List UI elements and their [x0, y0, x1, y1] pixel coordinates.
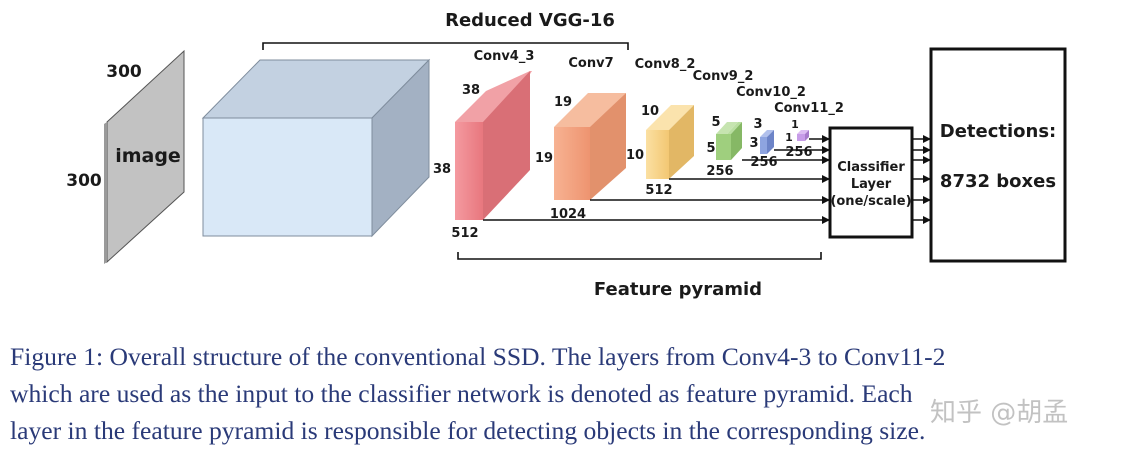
pyramid-bracket — [457, 252, 822, 260]
pyramid-label: Feature pyramid — [594, 279, 762, 300]
input-width-label: 300 — [106, 62, 142, 82]
conv11-2-size-left: 1 — [785, 131, 793, 144]
conv9-2-top — [727, 122, 742, 134]
conv7-top — [554, 93, 626, 127]
conv4-3-name: Conv4_3 — [474, 49, 535, 64]
conv7-size-top: 19 — [554, 95, 572, 110]
conv7-front — [554, 127, 590, 200]
conv9-2-depth: 256 — [706, 164, 733, 179]
detections-line-2: 8732 boxes — [940, 171, 1056, 192]
conv8-2-size-top: 10 — [641, 104, 659, 119]
conv4-3-top — [455, 71, 532, 122]
conv10-2-size-top: 3 — [753, 117, 762, 132]
caption-line-1: Figure 1: Overall structure of the conve… — [10, 342, 946, 371]
conv11-2-depth: 256 — [785, 145, 812, 160]
feature-arrows — [483, 135, 830, 224]
conv11-2-front — [797, 134, 805, 141]
conv11-2-side — [805, 130, 809, 141]
input-image-label: image — [115, 145, 181, 167]
classifier-box — [828, 126, 914, 239]
conv4-3-size-top: 38 — [462, 83, 480, 98]
conv9-2-size-top: 5 — [711, 115, 720, 130]
conv8-2-name: Conv8_2 — [635, 57, 696, 72]
watermark: 知乎 @胡孟 — [930, 398, 1069, 428]
conv4-3-side — [483, 71, 530, 220]
conv10-2-side — [767, 130, 774, 154]
conv9-2-side — [731, 122, 742, 160]
caption-line-3: layer in the feature pyramid is responsi… — [10, 416, 926, 445]
conv9-2-top-left — [716, 122, 738, 134]
conv10-2-front — [760, 137, 767, 154]
conv7-depth: 1024 — [550, 207, 586, 222]
conv9-2-name: Conv9_2 — [693, 69, 754, 84]
conv4-3-front — [455, 122, 483, 220]
conv11-2-size-top: 1 — [791, 118, 799, 131]
conv8-2-side — [669, 105, 694, 179]
conv8-2-top — [646, 105, 694, 130]
conv9-2-size-left: 5 — [706, 141, 715, 156]
conv8-2-front — [646, 130, 669, 179]
classifier-line-3: (one/scale) — [830, 194, 911, 209]
conv10-2-top — [760, 130, 774, 137]
input-image-edge — [104, 122, 107, 264]
detections-box — [929, 47, 1067, 263]
classifier-line-2: Layer — [851, 177, 892, 192]
ssd-architecture-diagram: Reduced VGG-16 300 300 image Conv4_3 38 … — [66, 10, 1067, 300]
caption-line-2: which are used as the input to the class… — [10, 379, 913, 408]
output-arrows — [912, 135, 931, 224]
conv10-2-name: Conv10_2 — [736, 85, 806, 100]
vgg-bracket — [262, 42, 629, 50]
conv8-2-depth: 512 — [645, 183, 672, 198]
conv8-2-size-left: 10 — [626, 148, 644, 163]
conv10-2-size-left: 3 — [749, 136, 758, 151]
classifier-line-1: Classifier — [837, 160, 905, 175]
conv9-2-front — [716, 134, 731, 160]
conv7-name: Conv7 — [568, 56, 613, 71]
detections-line-1: Detections: — [940, 121, 1057, 142]
conv11-2-name: Conv11_2 — [774, 101, 844, 116]
vgg-cube-front — [202, 117, 373, 237]
conv4-3-depth: 512 — [451, 226, 478, 241]
vgg-title: Reduced VGG-16 — [445, 10, 615, 31]
conv4-3-size-left: 38 — [433, 162, 451, 177]
conv7-side — [590, 93, 626, 200]
conv7-size-left: 19 — [535, 151, 553, 166]
input-height-label: 300 — [66, 171, 102, 191]
figure-caption: Figure 1: Overall structure of the conve… — [10, 338, 1125, 449]
conv10-2-depth: 256 — [750, 155, 777, 170]
